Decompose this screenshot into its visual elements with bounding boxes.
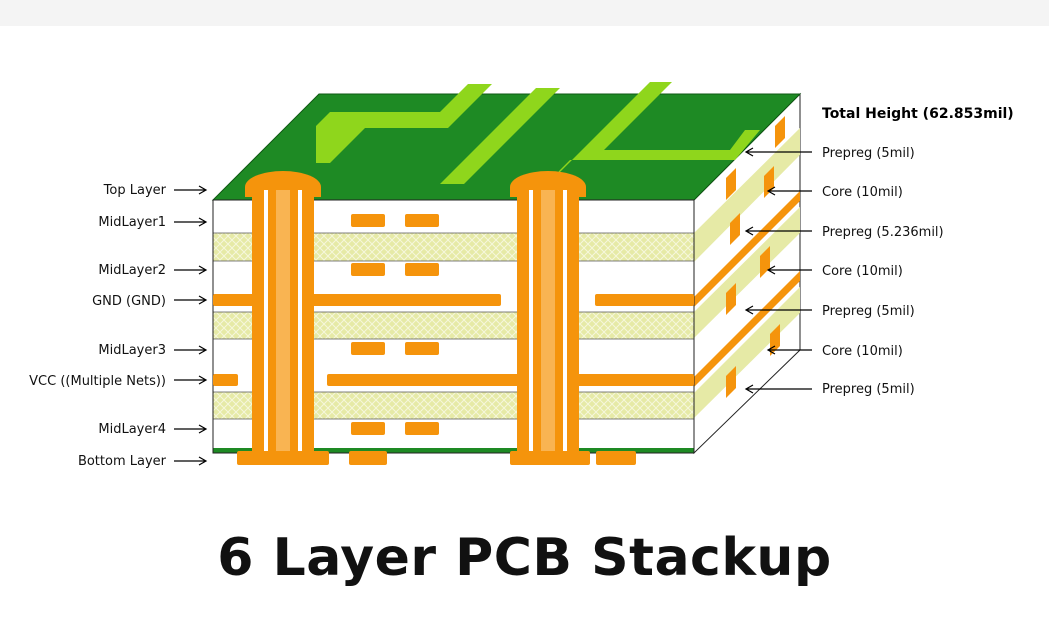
label-gnd: GND (GND) bbox=[92, 294, 166, 309]
vcc-plane-left bbox=[213, 374, 238, 386]
right-labels: Total Height (62.853mil) Prepreg (5mil) … bbox=[744, 106, 1014, 397]
gnd-plane-right bbox=[595, 294, 694, 306]
diagram-caption: 6 Layer PCB Stackup bbox=[217, 528, 832, 588]
label-prepreg-4: Prepreg (5mil) bbox=[822, 382, 915, 397]
board-side-face bbox=[693, 92, 801, 455]
label-core-1: Core (10mil) bbox=[822, 185, 903, 200]
via-left bbox=[237, 171, 329, 465]
label-midlayer3: MidLayer3 bbox=[98, 343, 166, 358]
left-arrows bbox=[174, 185, 208, 466]
board-top-face bbox=[211, 82, 802, 201]
label-top-layer: Top Layer bbox=[103, 183, 167, 198]
label-midlayer2: MidLayer2 bbox=[98, 263, 166, 278]
label-total-height: Total Height (62.853mil) bbox=[822, 106, 1014, 122]
label-prepreg-3: Prepreg (5mil) bbox=[822, 304, 915, 319]
right-arrows bbox=[744, 147, 812, 394]
label-core-3: Core (10mil) bbox=[822, 344, 903, 359]
board-front-face bbox=[212, 171, 695, 465]
top-band bbox=[0, 0, 1049, 26]
label-vcc: VCC ((Multiple Nets)) bbox=[29, 374, 166, 389]
via-right bbox=[510, 171, 590, 465]
left-labels: Top Layer MidLayer1 MidLayer2 GND (GND) … bbox=[29, 183, 208, 469]
vcc-plane-right bbox=[327, 374, 694, 386]
label-core-2: Core (10mil) bbox=[822, 264, 903, 279]
label-bottom-layer: Bottom Layer bbox=[78, 454, 167, 469]
label-prepreg-2: Prepreg (5.236mil) bbox=[822, 225, 944, 240]
label-midlayer4: MidLayer4 bbox=[98, 422, 166, 437]
label-prepreg-1: Prepreg (5mil) bbox=[822, 146, 915, 161]
label-midlayer1: MidLayer1 bbox=[98, 215, 166, 230]
